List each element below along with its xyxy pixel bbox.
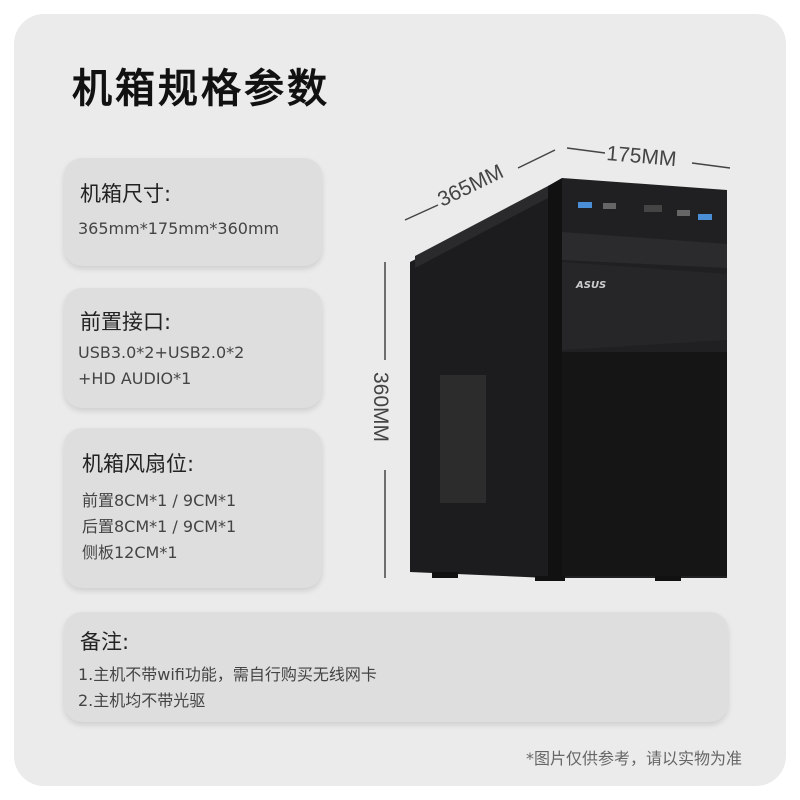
spec-heading: 机箱尺寸: — [80, 182, 172, 206]
dimension-width: 175MM — [606, 142, 678, 171]
spec-value: USB3.0*2+USB2.0*2 +HD AUDIO*1 — [78, 343, 245, 388]
spec-heading: 前置接口: — [80, 310, 172, 334]
dimension-height: 360MM — [369, 372, 392, 442]
brand-logo: ASUS — [575, 280, 606, 291]
spec-box-size: 机箱尺寸: 365mm*175mm*360mm — [64, 158, 322, 266]
spec-heading: 机箱风扇位: — [82, 452, 195, 476]
spec-value: 前置8CM*1 / 9CM*1 后置8CM*1 / 9CM*1 侧板12CM*1 — [82, 491, 237, 562]
note-box: 备注: 1.主机不带wifi功能，需自行购买无线网卡 2.主机均不带光驱 — [64, 612, 728, 722]
side-vent — [440, 375, 486, 503]
usb3-port — [698, 214, 712, 220]
spec-value: 365mm*175mm*360mm — [78, 219, 280, 238]
note-text: 1.主机不带wifi功能，需自行购买无线网卡 2.主机均不带光驱 — [78, 665, 377, 710]
page-title: 机箱规格参数 — [72, 66, 330, 112]
usb3-port — [578, 202, 592, 208]
spec-box-ports: 前置接口: USB3.0*2+USB2.0*2 +HD AUDIO*1 — [64, 288, 322, 408]
note-heading: 备注: — [80, 630, 130, 654]
front-mesh — [562, 352, 727, 576]
spec-box-fans: 机箱风扇位: 前置8CM*1 / 9CM*1 后置8CM*1 / 9CM*1 侧… — [64, 428, 322, 588]
dimension-depth: 365MM — [434, 160, 507, 211]
footer-disclaimer: *图片仅供参考，请以实物为准 — [525, 749, 742, 768]
